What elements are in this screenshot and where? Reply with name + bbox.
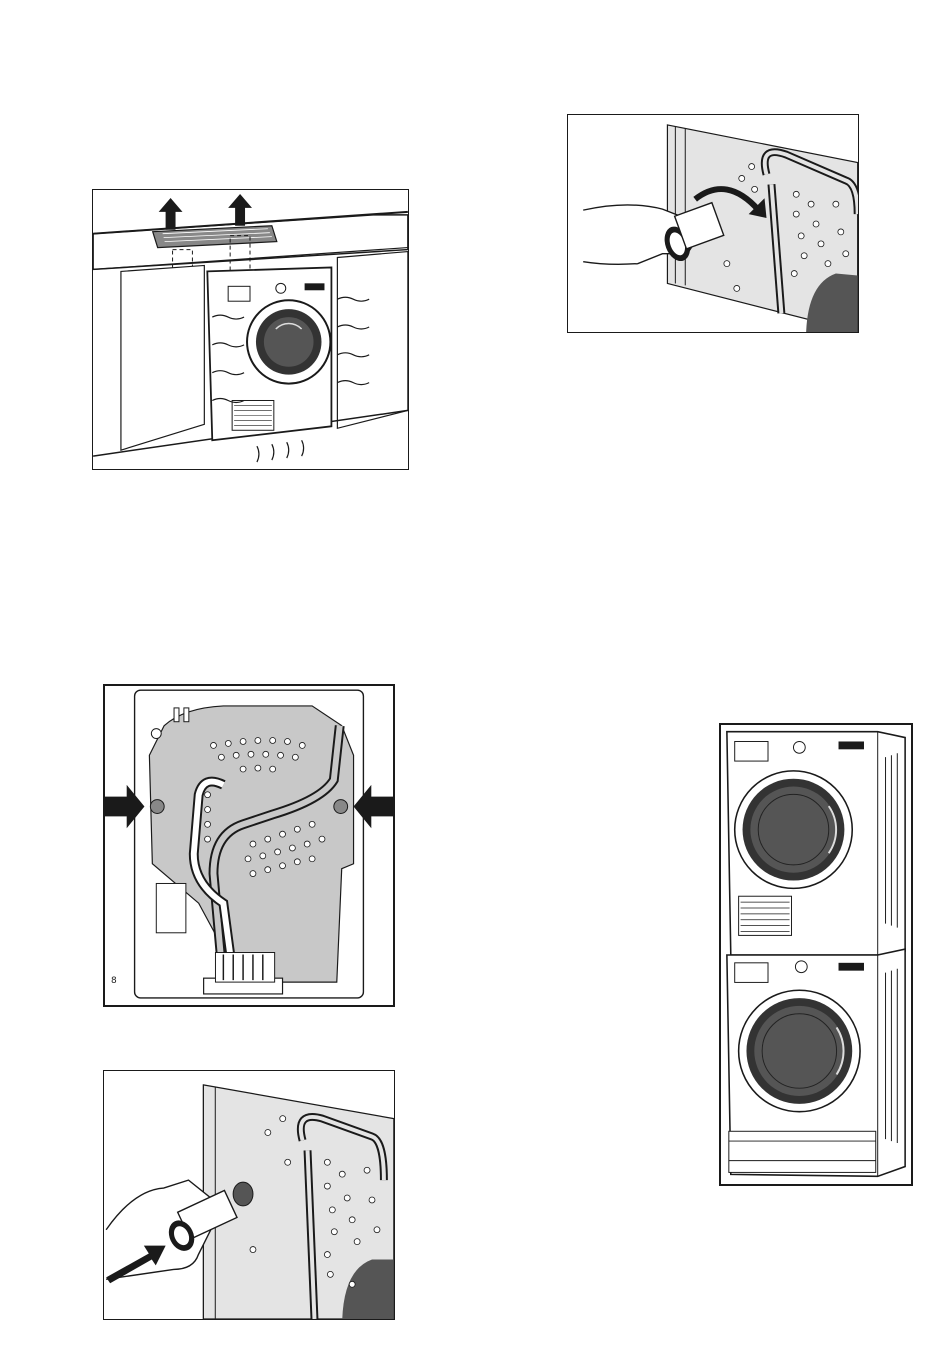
dryer-unit [727,732,905,955]
mounting-hole [233,1182,253,1206]
ventilation-illustration [92,189,409,470]
rotate-plug-drawing [568,115,858,332]
washer-unit [727,949,905,1176]
ventilation-drawing [93,190,408,469]
dryer-unit [207,267,331,440]
insert-plug-illustration [103,1070,395,1320]
rear-panel-drawing [105,686,393,1005]
corner-mark: 8 [111,976,117,986]
stacked-units-drawing [721,725,911,1184]
rotate-plug-illustration [567,114,859,333]
insert-plug-drawing [104,1071,394,1319]
stacked-units-illustration [719,723,913,1186]
rear-panel-illustration: 8 [103,684,395,1007]
up-arrows-solid [159,194,252,230]
